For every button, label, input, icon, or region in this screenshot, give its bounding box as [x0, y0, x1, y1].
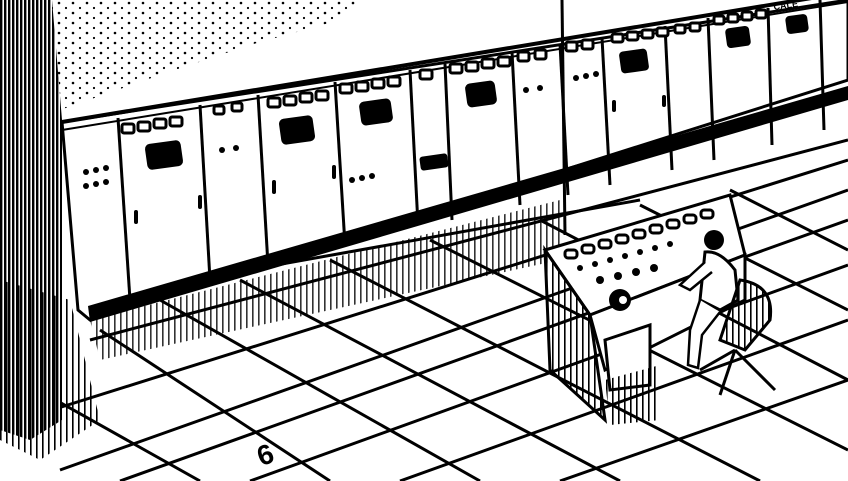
operator-head — [704, 230, 724, 250]
cabinet-row: CALE — [60, 0, 848, 322]
ceiling-stipple — [50, 0, 360, 110]
left-pillar — [0, 0, 100, 460]
floor-reflections — [90, 200, 560, 360]
operator-chair — [718, 278, 773, 352]
operator-figure — [677, 230, 777, 396]
cabinet-tag: CALE — [773, 0, 799, 12]
center-pole — [560, 0, 567, 236]
